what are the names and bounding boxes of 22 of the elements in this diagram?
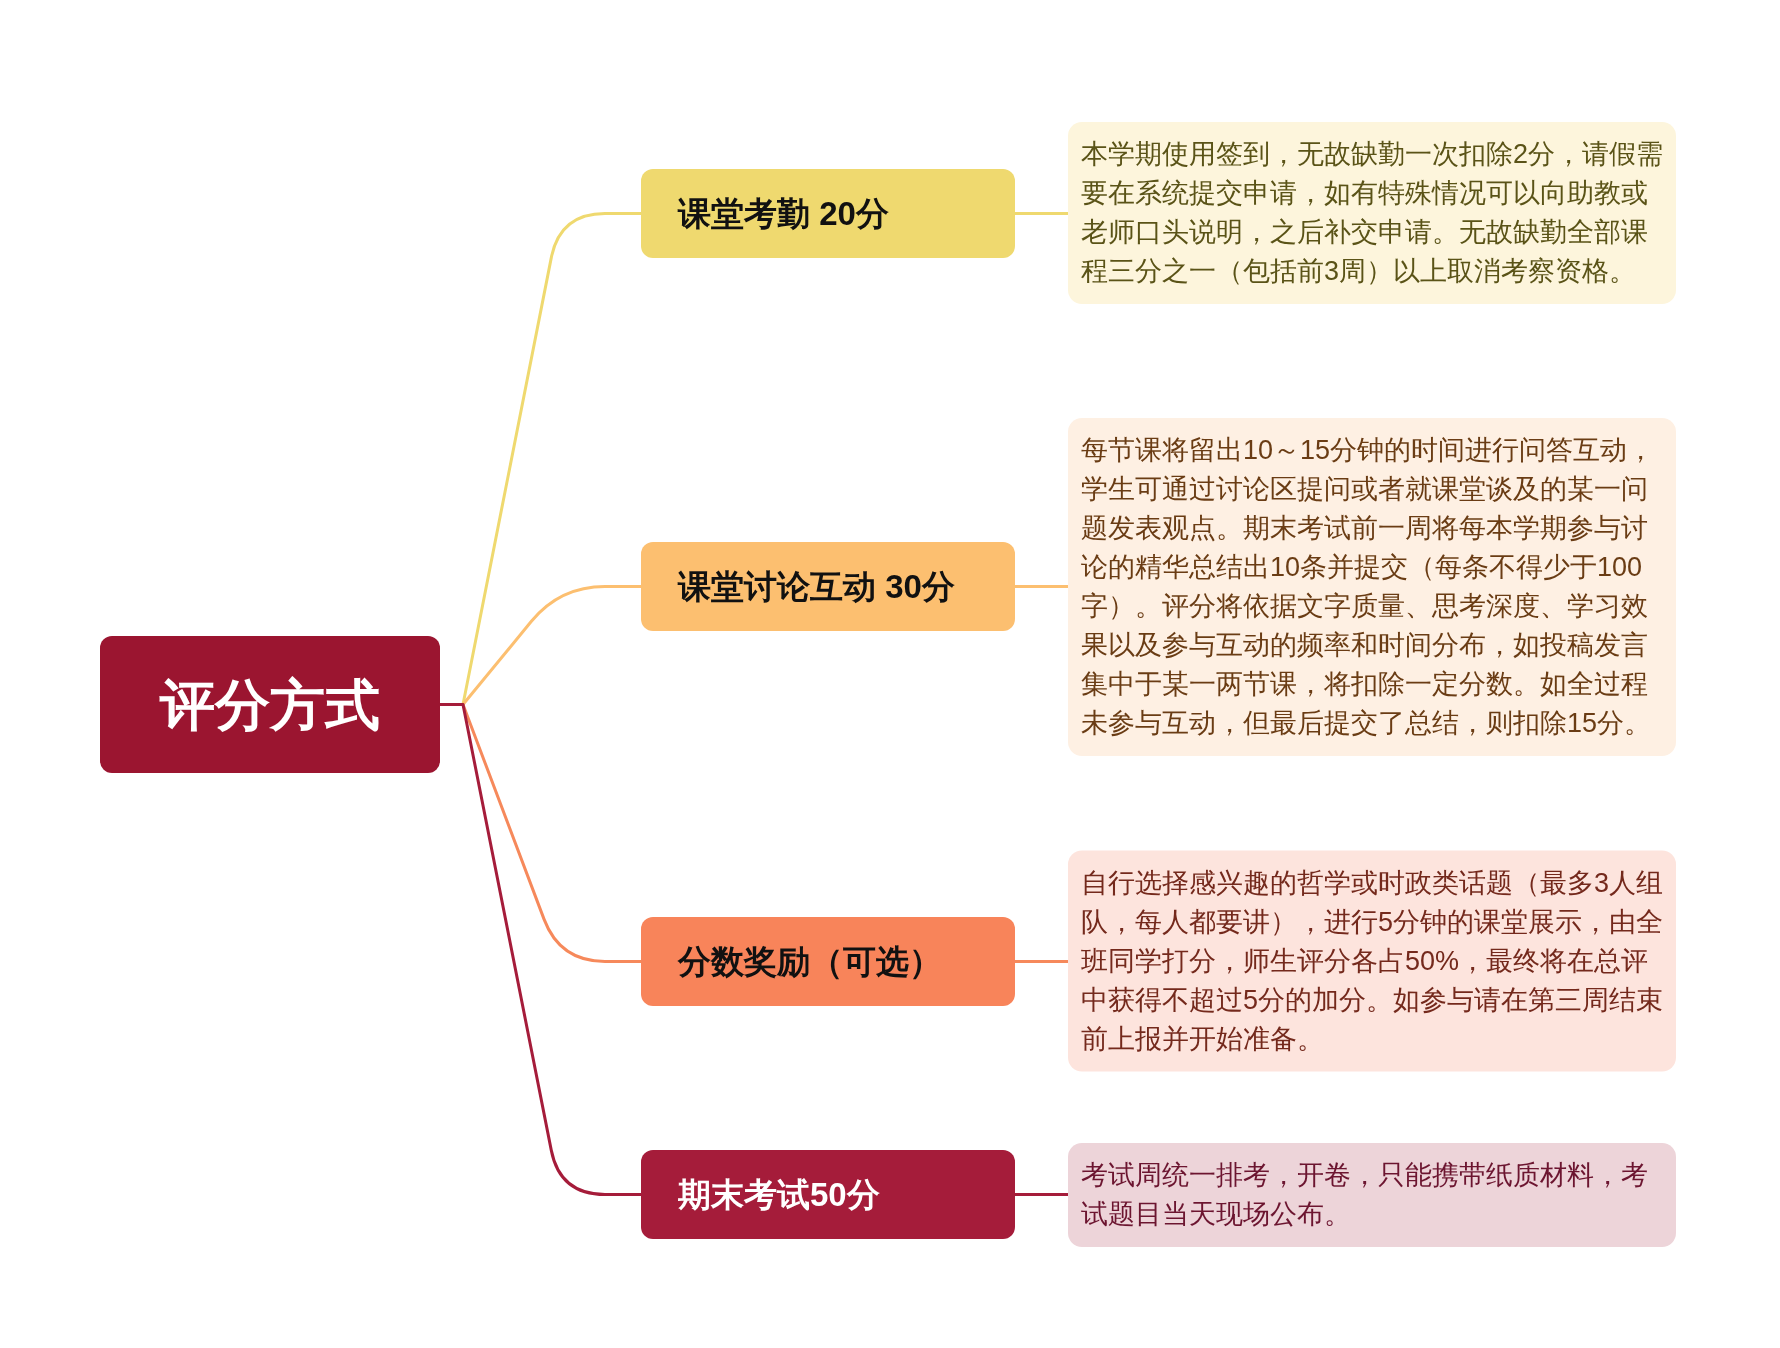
note-text: 每节课将留出10～15分钟的时间进行问答互动，学生可通过讨论区提问或者就课堂谈及的某一问题发表观点。期末考试前一周将每本学期参与讨论的精华总结出10条并提交（每条不得少于100字）。评分将依据文字质量、思考深度、学习效果以及参与互动的频率和时间分布，如投稿发言集中于某一两节课，将扣除一定分数。如全过程未参与互动，但最后提交了总结，则扣除15分。 [1081,434,1656,740]
note-card [1068,1143,1676,1247]
branch-topic-label: 分数奖励（可选） [678,941,942,982]
branch-topic-box [641,917,1015,1006]
central-topic-box [100,636,440,773]
branch-topic-label: 课堂考勤 20分 [678,193,889,234]
note-text: 考试周统一排考，开卷，只能携带纸质材料，考试题目当天现场公布。 [1081,1159,1649,1231]
note-text: 自行选择感兴趣的哲学或时政类话题（最多3人组队，每人都要讲），进行5分钟的课堂展示，由全班同学打分，师生评分各占50%，最终将在总评中获得不超过5分的加分。如参与请在第三周结束前上报并开始准备。 [1081,866,1664,1056]
branch-topic-label: 课堂讨论互动 30分 [678,566,955,607]
connector-line [1015,585,1068,588]
connector-line [1015,1193,1068,1196]
connector-line [1015,960,1068,963]
branch-topic-box [641,542,1015,631]
connector-line [440,703,641,1196]
note-card [1068,850,1676,1072]
connector-line [1015,212,1068,215]
branch-topic-box [641,1150,1015,1239]
note-text: 本学期使用签到，无故缺勤一次扣除2分，请假需要在系统提交申请，如有特殊情况可以向助教或老师口头说明，之后补交申请。无故缺勤全部课程三分之一（包括前3周）以上取消考察资格。 [1081,138,1664,288]
branch-topic-box [641,169,1015,258]
central-topic-label: 评分方式 [160,672,380,738]
note-card [1068,122,1676,304]
branch-topic-label: 期末考试50分 [678,1174,880,1215]
